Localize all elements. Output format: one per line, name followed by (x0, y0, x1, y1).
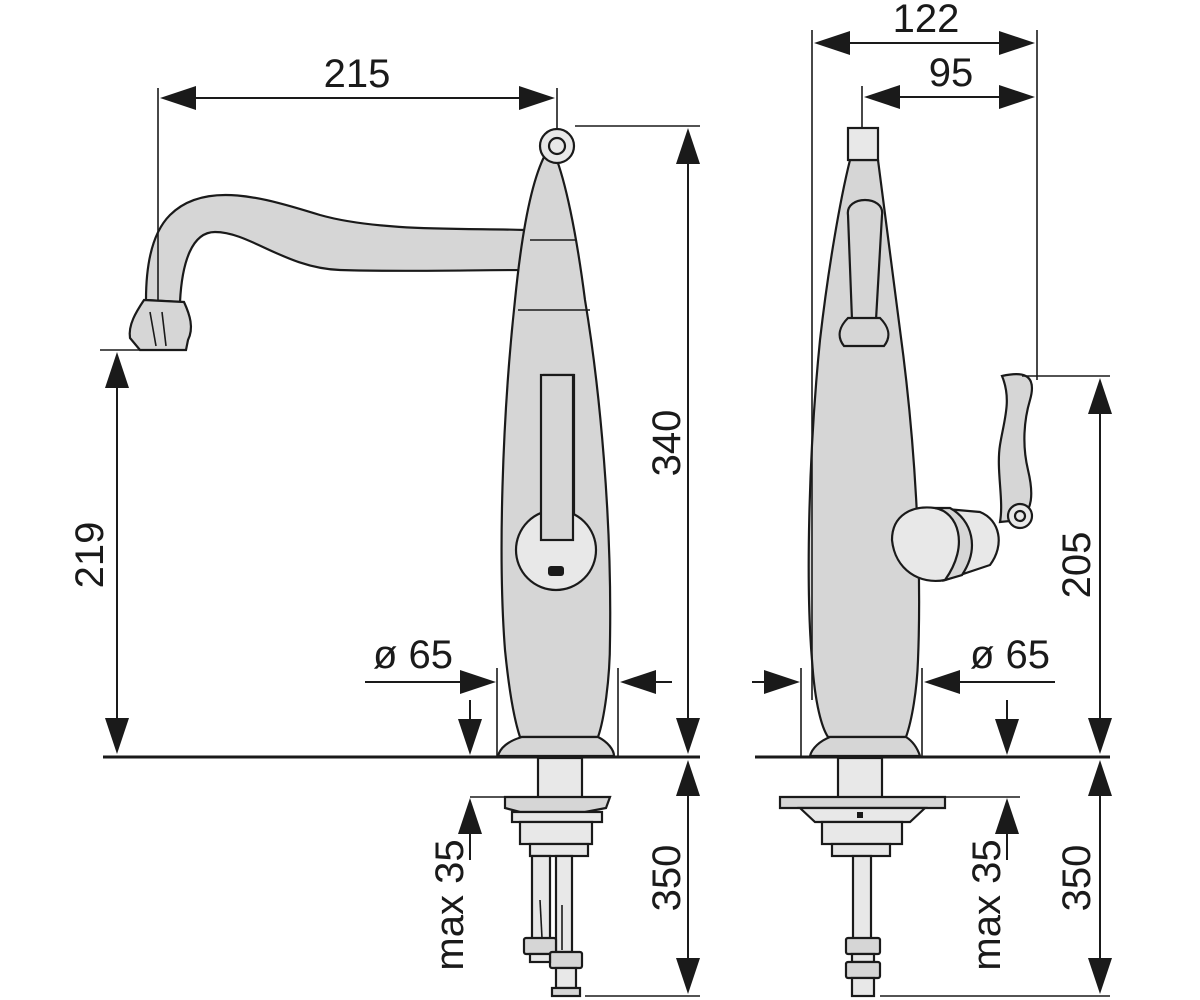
side-view (755, 126, 1110, 998)
aerator (128, 298, 193, 352)
mounting-plate-front (503, 795, 612, 814)
top-cap-side (846, 126, 880, 162)
dim-max-deck-side: max 35 (965, 839, 1009, 970)
dim-lever-depth: 95 (929, 51, 974, 95)
dim-spout-reach: 215 (324, 52, 391, 96)
dim-total-height: 340 (645, 410, 689, 477)
shank-side (836, 756, 884, 800)
body-base-front (496, 735, 616, 758)
dim-below-deck-front: 350 (645, 845, 689, 912)
lever-hub-side (890, 506, 1000, 583)
dimensions-side: 122 95 205 ø 65 max 35 350 (752, 0, 1112, 997)
spout-side (846, 199, 884, 322)
shank-front (536, 756, 584, 800)
dim-base-diameter-side: ø 65 (970, 633, 1050, 677)
dim-base-diameter-front: ø 65 (373, 633, 453, 677)
spout (144, 193, 530, 304)
body-base-side (808, 735, 922, 758)
dim-below-deck-side: 350 (1055, 845, 1099, 912)
dim-lever-height: 205 (1055, 532, 1099, 599)
lever-side (997, 373, 1033, 524)
front-view (103, 127, 700, 998)
supply-pipe-right (554, 854, 574, 954)
mounting-plate-side (778, 795, 947, 810)
aerator-side (838, 316, 890, 348)
dim-total-depth: 122 (893, 0, 960, 41)
supply-pipe-side (851, 854, 873, 942)
dim-spout-height: 219 (68, 522, 112, 589)
dimensions-front: 215 219 340 ø 65 max 35 350 (68, 52, 700, 997)
dim-max-deck-front: max 35 (428, 839, 472, 970)
